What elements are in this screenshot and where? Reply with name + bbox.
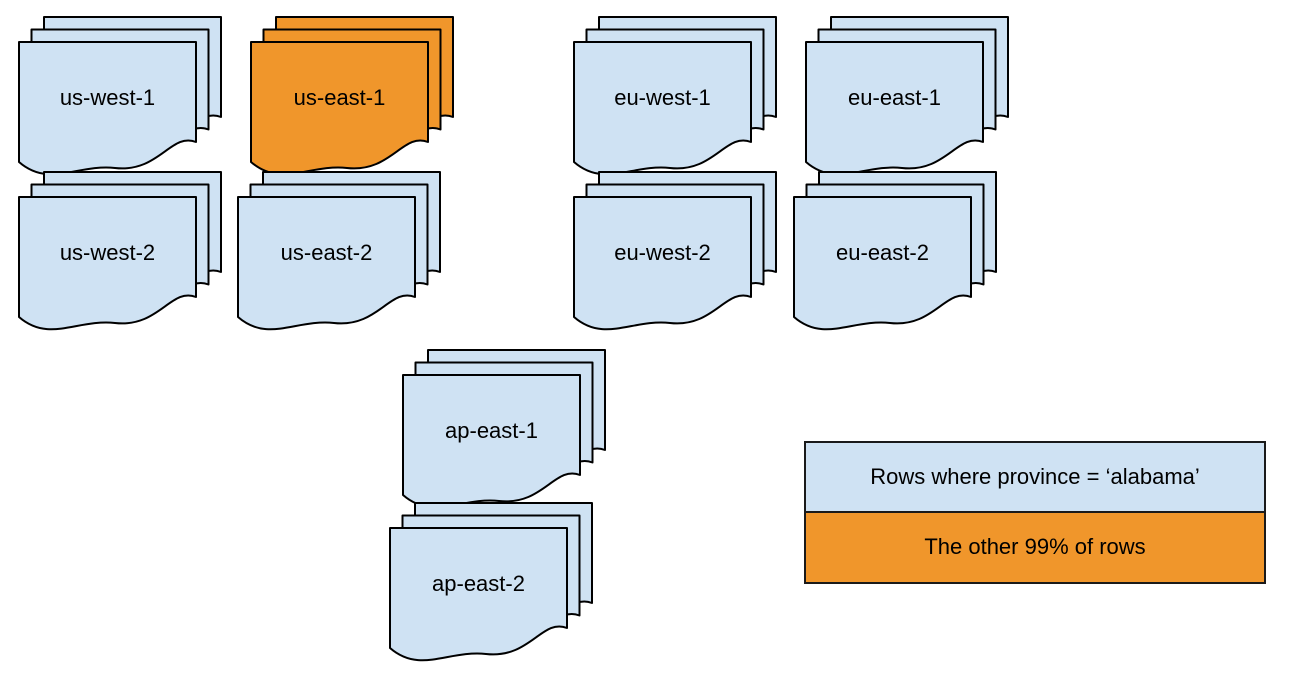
region-label: eu-west-2 — [614, 240, 711, 265]
legend-row-alabama: Rows where province = ‘alabama’ — [806, 443, 1264, 513]
region-stack-us-east-1: us-east-1 — [250, 16, 455, 176]
legend-row-other-rows: The other 99% of rows — [806, 512, 1264, 582]
legend-label-other-rows: The other 99% of rows — [924, 534, 1146, 560]
region-label: us-east-1 — [293, 85, 386, 110]
region-label: us-west-1 — [59, 85, 156, 110]
region-stack-ap-east-1: ap-east-1 — [402, 349, 607, 509]
region-stack-eu-east-1: eu-east-1 — [805, 16, 1010, 176]
document-stack-icon — [250, 16, 454, 176]
region-label: eu-west-1 — [614, 85, 711, 110]
legend: Rows where province = ‘alabama’ The othe… — [804, 441, 1266, 584]
region-label: ap-east-2 — [432, 571, 525, 596]
region-stack-eu-west-1: eu-west-1 — [573, 16, 778, 176]
region-stack-us-east-2: us-east-2 — [237, 171, 442, 331]
region-stack-eu-west-2: eu-west-2 — [573, 171, 778, 331]
region-stack-us-west-2: us-west-2 — [18, 171, 223, 331]
document-stack-icon — [573, 171, 777, 331]
region-stack-us-west-1: us-west-1 — [18, 16, 223, 176]
region-stack-eu-east-2: eu-east-2 — [793, 171, 998, 331]
region-label: us-east-2 — [280, 240, 373, 265]
region-stack-ap-east-2: ap-east-2 — [389, 502, 594, 662]
document-stack-icon — [402, 349, 606, 509]
legend-label-alabama: Rows where province = ‘alabama’ — [870, 463, 1200, 489]
document-stack-icon — [18, 16, 222, 176]
document-stack-icon — [237, 171, 441, 331]
document-stack-icon — [805, 16, 1009, 176]
region-label: eu-east-2 — [836, 240, 929, 265]
document-stack-icon — [18, 171, 222, 331]
document-stack-icon — [793, 171, 997, 331]
region-label: eu-east-1 — [848, 85, 941, 110]
region-label: us-west-2 — [59, 240, 156, 265]
document-stack-icon — [573, 16, 777, 176]
document-stack-icon — [389, 502, 593, 662]
region-label: ap-east-1 — [445, 418, 538, 443]
